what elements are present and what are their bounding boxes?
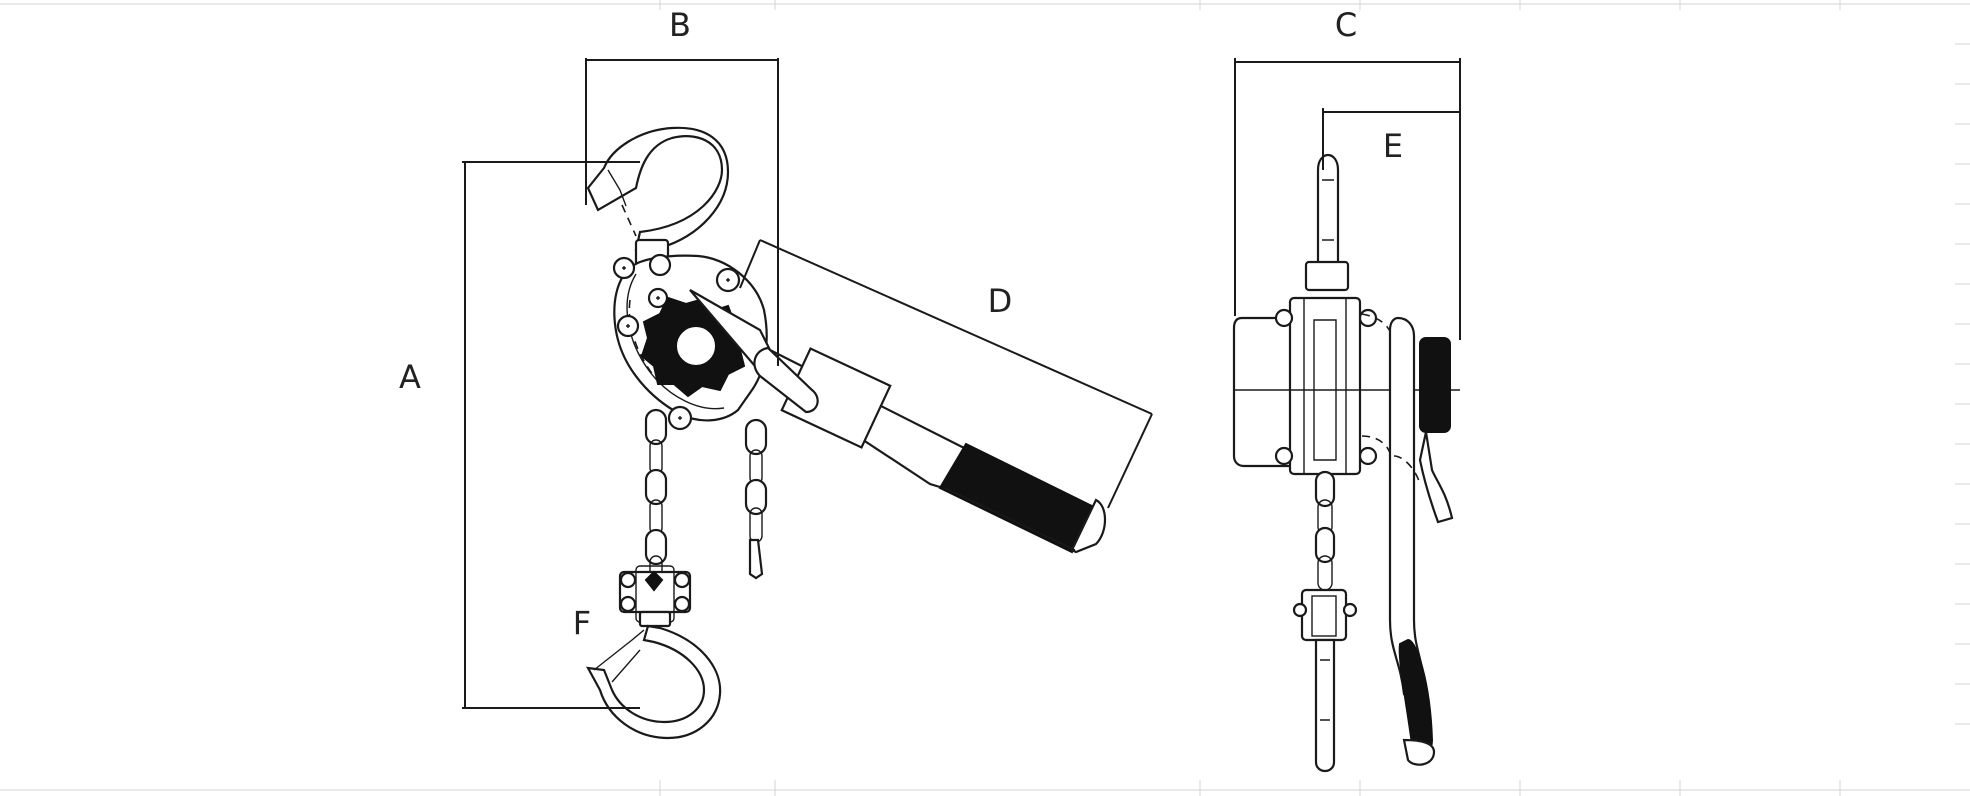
side-lever (1388, 316, 1454, 766)
label-d: D (988, 282, 1013, 320)
load-chain-left (644, 408, 668, 583)
label-f: F (573, 604, 591, 642)
front-view (462, 58, 1153, 740)
side-housing (1232, 296, 1460, 476)
bottom-hook (586, 624, 722, 740)
lever-handle (689, 289, 1107, 554)
side-bottom-hook (1292, 588, 1358, 773)
side-chain (1314, 470, 1336, 591)
label-e: E (1383, 127, 1403, 165)
bottom-hook-block (618, 565, 692, 628)
slack-chain-right (744, 418, 768, 580)
dimension-lines-side (1234, 58, 1461, 340)
label-b: B (669, 6, 691, 44)
top-hook (586, 126, 730, 268)
side-view (1232, 58, 1461, 773)
dimension-lines-front (462, 58, 1153, 709)
label-a: A (399, 358, 421, 396)
label-c: C (1335, 6, 1357, 44)
side-top-hook (1304, 153, 1350, 292)
